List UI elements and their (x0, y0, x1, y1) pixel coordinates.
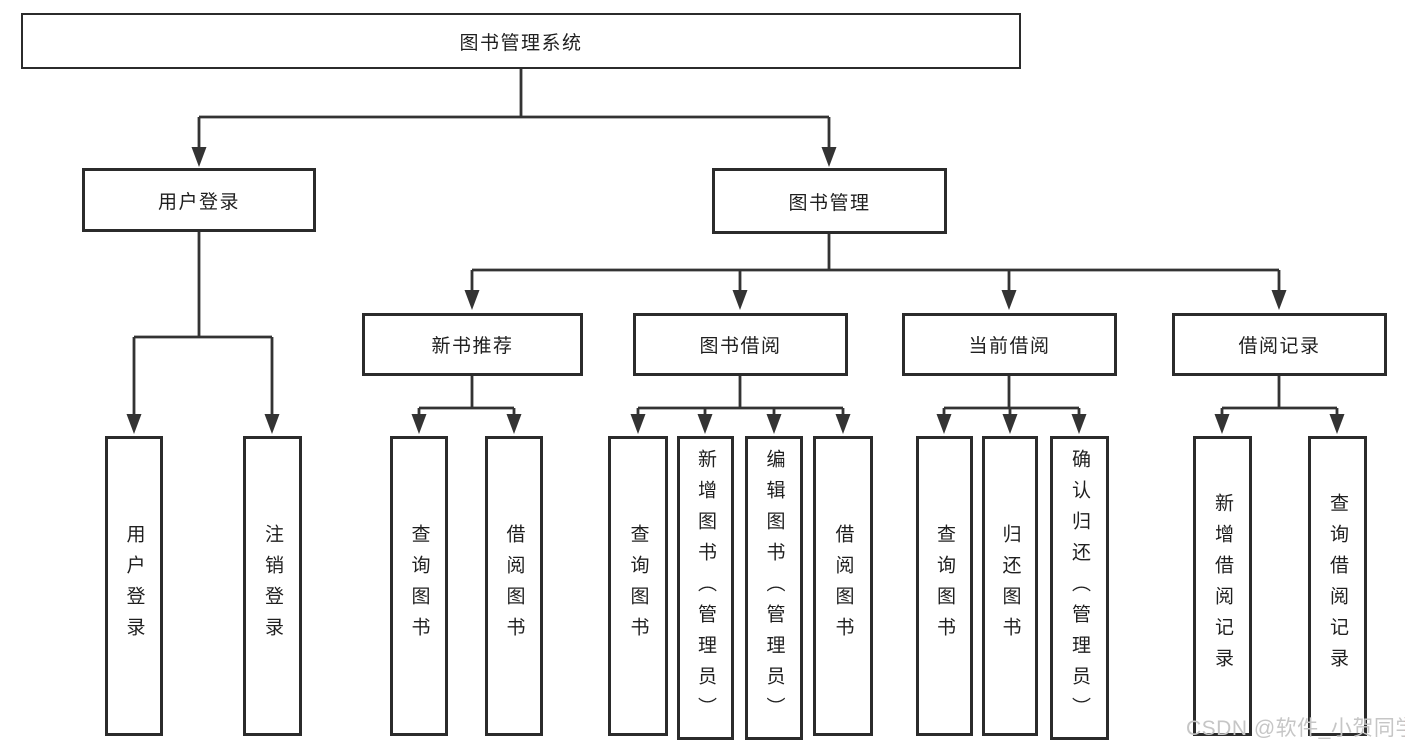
leaf-query-borrow-record: 查询借阅记录 (1308, 436, 1367, 736)
connector-records-to-leaves (1220, 376, 1339, 416)
csdn-watermark-text: CSDN @软件_小贺同 (1186, 717, 1396, 740)
leaf-query-books-borrow: 查询图书 (608, 436, 668, 736)
arrowheads (126, 147, 1345, 434)
node-root-system: 图书管理系统 (21, 13, 1021, 69)
leaf-return-books: 归还图书 (982, 436, 1038, 736)
leaf-user-login-label: 用户登录 (123, 524, 145, 648)
node-new-book-recommend-label: 新书推荐 (431, 336, 514, 357)
leaf-logout-label: 注销登录 (262, 524, 283, 648)
leaf-logout: 注销登录 (243, 436, 302, 736)
node-borrowing-records: 借阅记录 (1172, 313, 1387, 376)
connector-root-to-level2 (197, 69, 831, 149)
leaf-confirm-return-admin: 确认归还（管理员） (1050, 436, 1109, 740)
csdn-watermark: CSDN @软件_小贺同学 (1186, 712, 1405, 742)
leaf-query-books-borrow-label: 查询图书 (627, 524, 649, 648)
node-user-login: 用户登录 (82, 168, 316, 232)
leaf-confirm-return-admin-label: 确认归还（管理员） (1069, 448, 1090, 728)
node-borrowing-records-label: 借阅记录 (1238, 336, 1321, 357)
leaf-borrow-books-label: 借阅图书 (832, 524, 854, 648)
csdn-watermark-accent: 学 (1395, 717, 1405, 740)
leaf-query-books-recommend: 查询图书 (390, 436, 448, 736)
node-current-borrowing: 当前借阅 (902, 313, 1117, 376)
node-book-borrowing-label: 图书借阅 (699, 336, 782, 357)
leaf-return-books-label: 归还图书 (999, 524, 1021, 648)
leaf-query-books-current: 查询图书 (916, 436, 973, 736)
connector-current-to-leaves (942, 376, 1081, 416)
node-book-management: 图书管理 (712, 168, 947, 234)
leaf-add-borrow-record-label: 新增借阅记录 (1212, 493, 1233, 679)
leaf-borrow-books: 借阅图书 (813, 436, 873, 736)
node-current-borrowing-label: 当前借阅 (968, 336, 1051, 357)
node-book-borrowing: 图书借阅 (633, 313, 848, 376)
leaf-borrow-books-recommend-label: 借阅图书 (503, 524, 525, 648)
node-user-login-label: 用户登录 (157, 191, 240, 213)
leaf-user-login: 用户登录 (105, 436, 163, 736)
leaf-edit-books-admin-label: 编辑图书（管理员） (763, 448, 785, 728)
node-root-label: 图书管理系统 (459, 32, 583, 54)
connector-borrow-to-leaves (636, 376, 845, 416)
node-new-book-recommend: 新书推荐 (362, 313, 583, 376)
connector-newbook-to-leaves (417, 376, 516, 416)
leaf-query-borrow-record-label: 查询借阅记录 (1327, 493, 1348, 679)
connector-userlogin-to-leaves (132, 232, 274, 416)
leaf-add-borrow-record: 新增借阅记录 (1193, 436, 1252, 736)
connector-bookmgmt-to-level3 (470, 234, 1281, 292)
leaf-edit-books-admin: 编辑图书（管理员） (745, 436, 803, 740)
leaf-add-books-admin: 新增图书（管理员） (677, 436, 734, 740)
leaf-query-books-recommend-label: 查询图书 (408, 524, 430, 648)
leaf-add-books-admin-label: 新增图书（管理员） (695, 448, 716, 728)
node-book-management-label: 图书管理 (788, 192, 871, 214)
leaf-query-books-current-label: 查询图书 (934, 524, 955, 648)
leaf-borrow-books-recommend: 借阅图书 (485, 436, 543, 736)
